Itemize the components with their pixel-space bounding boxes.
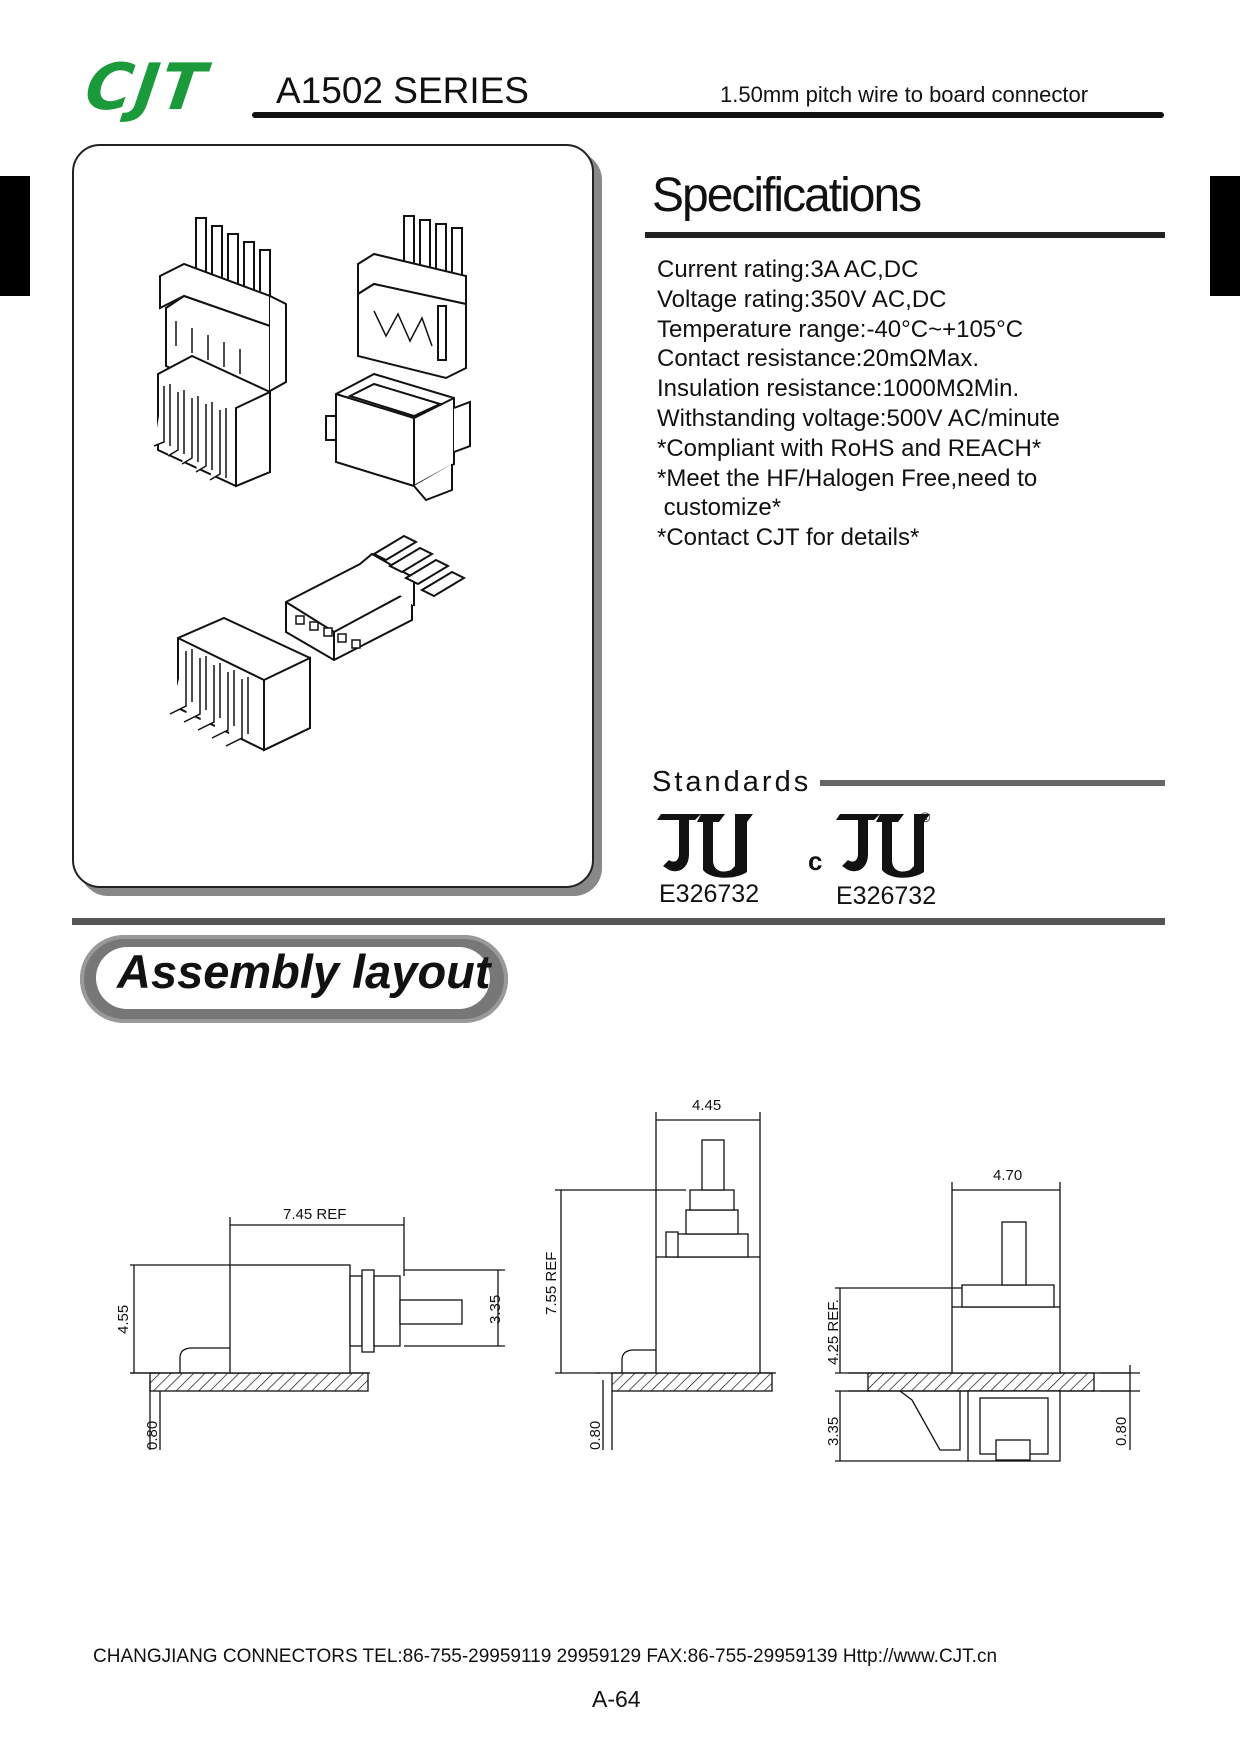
dim-4-25: 4.25 REF. [825,1299,842,1365]
dim-4-70: 4.70 [993,1167,1022,1184]
dim-4-55: 4.55 [115,1305,132,1334]
spec-item-contact-resistance: Contact resistance:20mΩMax. [657,345,980,373]
left-edge-tab [0,176,30,296]
spec-item-withstanding: Withstanding voltage:500V AC/minute [657,404,1060,432]
specifications-rule [645,232,1165,238]
connector-illustrations [153,215,471,752]
spec-item-halogen: *Meet the HF/Halogen Free,need to [657,464,1038,492]
spec-item-voltage: Voltage rating:350V AC,DC [657,285,947,313]
ul-cert-number: E326732 [659,880,760,908]
section-divider [72,918,1165,925]
specifications-heading: Specifications [652,169,922,222]
standards-rule [820,780,1165,786]
dim-3-35-a: 3.35 [487,1295,504,1324]
standards-heading: Standards [652,766,812,798]
housing-small-illustration [357,215,467,380]
spec-item-rohs: *Compliant with RoHS and REACH* [657,434,1042,462]
dim-0-80-b: 0.80 [587,1421,604,1450]
assembly-view-front [555,1112,776,1450]
right-edge-tab [1210,176,1240,296]
spec-item-insulation: Insulation resistance:1000MΩMin. [657,375,1020,403]
dim-7-45: 7.45 REF [283,1206,346,1223]
spec-item-current: Current rating:3A AC,DC [657,256,919,283]
plug-with-wires-illustration [285,534,467,662]
assembly-heading: Assembly layout [117,945,491,998]
cul-cert-number: E326732 [836,882,937,910]
series-title: A1502 SERIES [276,70,529,111]
header-rule [252,112,1164,118]
header-housing-illustration [325,372,471,502]
spec-item-contact: *Contact CJT for details* [657,524,920,552]
footer-contact: CHANGJIANG CONNECTORS TEL:86-755-2995911… [93,1646,998,1667]
dim-0-80-c: 0.80 [1113,1417,1130,1446]
assembly-view-side [130,1217,505,1450]
dim-7-55: 7.55 REF [543,1252,560,1315]
spec-item-temperature: Temperature range:-40°C~+105°C [657,315,1024,343]
assembly-drawings: 7.45 REF 4.55 3.35 0.80 4.45 7.55 REF 0.… [115,1097,1140,1462]
cul-mark-icon: c ® [808,809,931,878]
cjt-logo: CJT [80,51,212,125]
dim-0-80-a: 0.80 [144,1421,161,1450]
ul-mark-icon [657,814,753,878]
dim-4-45: 4.45 [692,1097,721,1114]
specifications-list: Current rating:3A AC,DC Voltage rating:3… [657,255,1060,553]
registered-mark: ® [920,809,931,825]
spec-item-halogen-cont: customize* [657,494,782,522]
wafer-header-illustration [153,354,271,488]
assembly-view-through-board [835,1182,1140,1462]
right-angle-header-illustration [169,616,311,752]
product-image-panel [72,144,594,888]
page-number: A-64 [592,1686,641,1712]
assembly-title-pill [80,935,508,1023]
dim-3-35-b: 3.35 [825,1417,842,1446]
product-subtitle: 1.50mm pitch wire to board connector [720,82,1089,107]
cul-prefix: c [808,846,822,876]
